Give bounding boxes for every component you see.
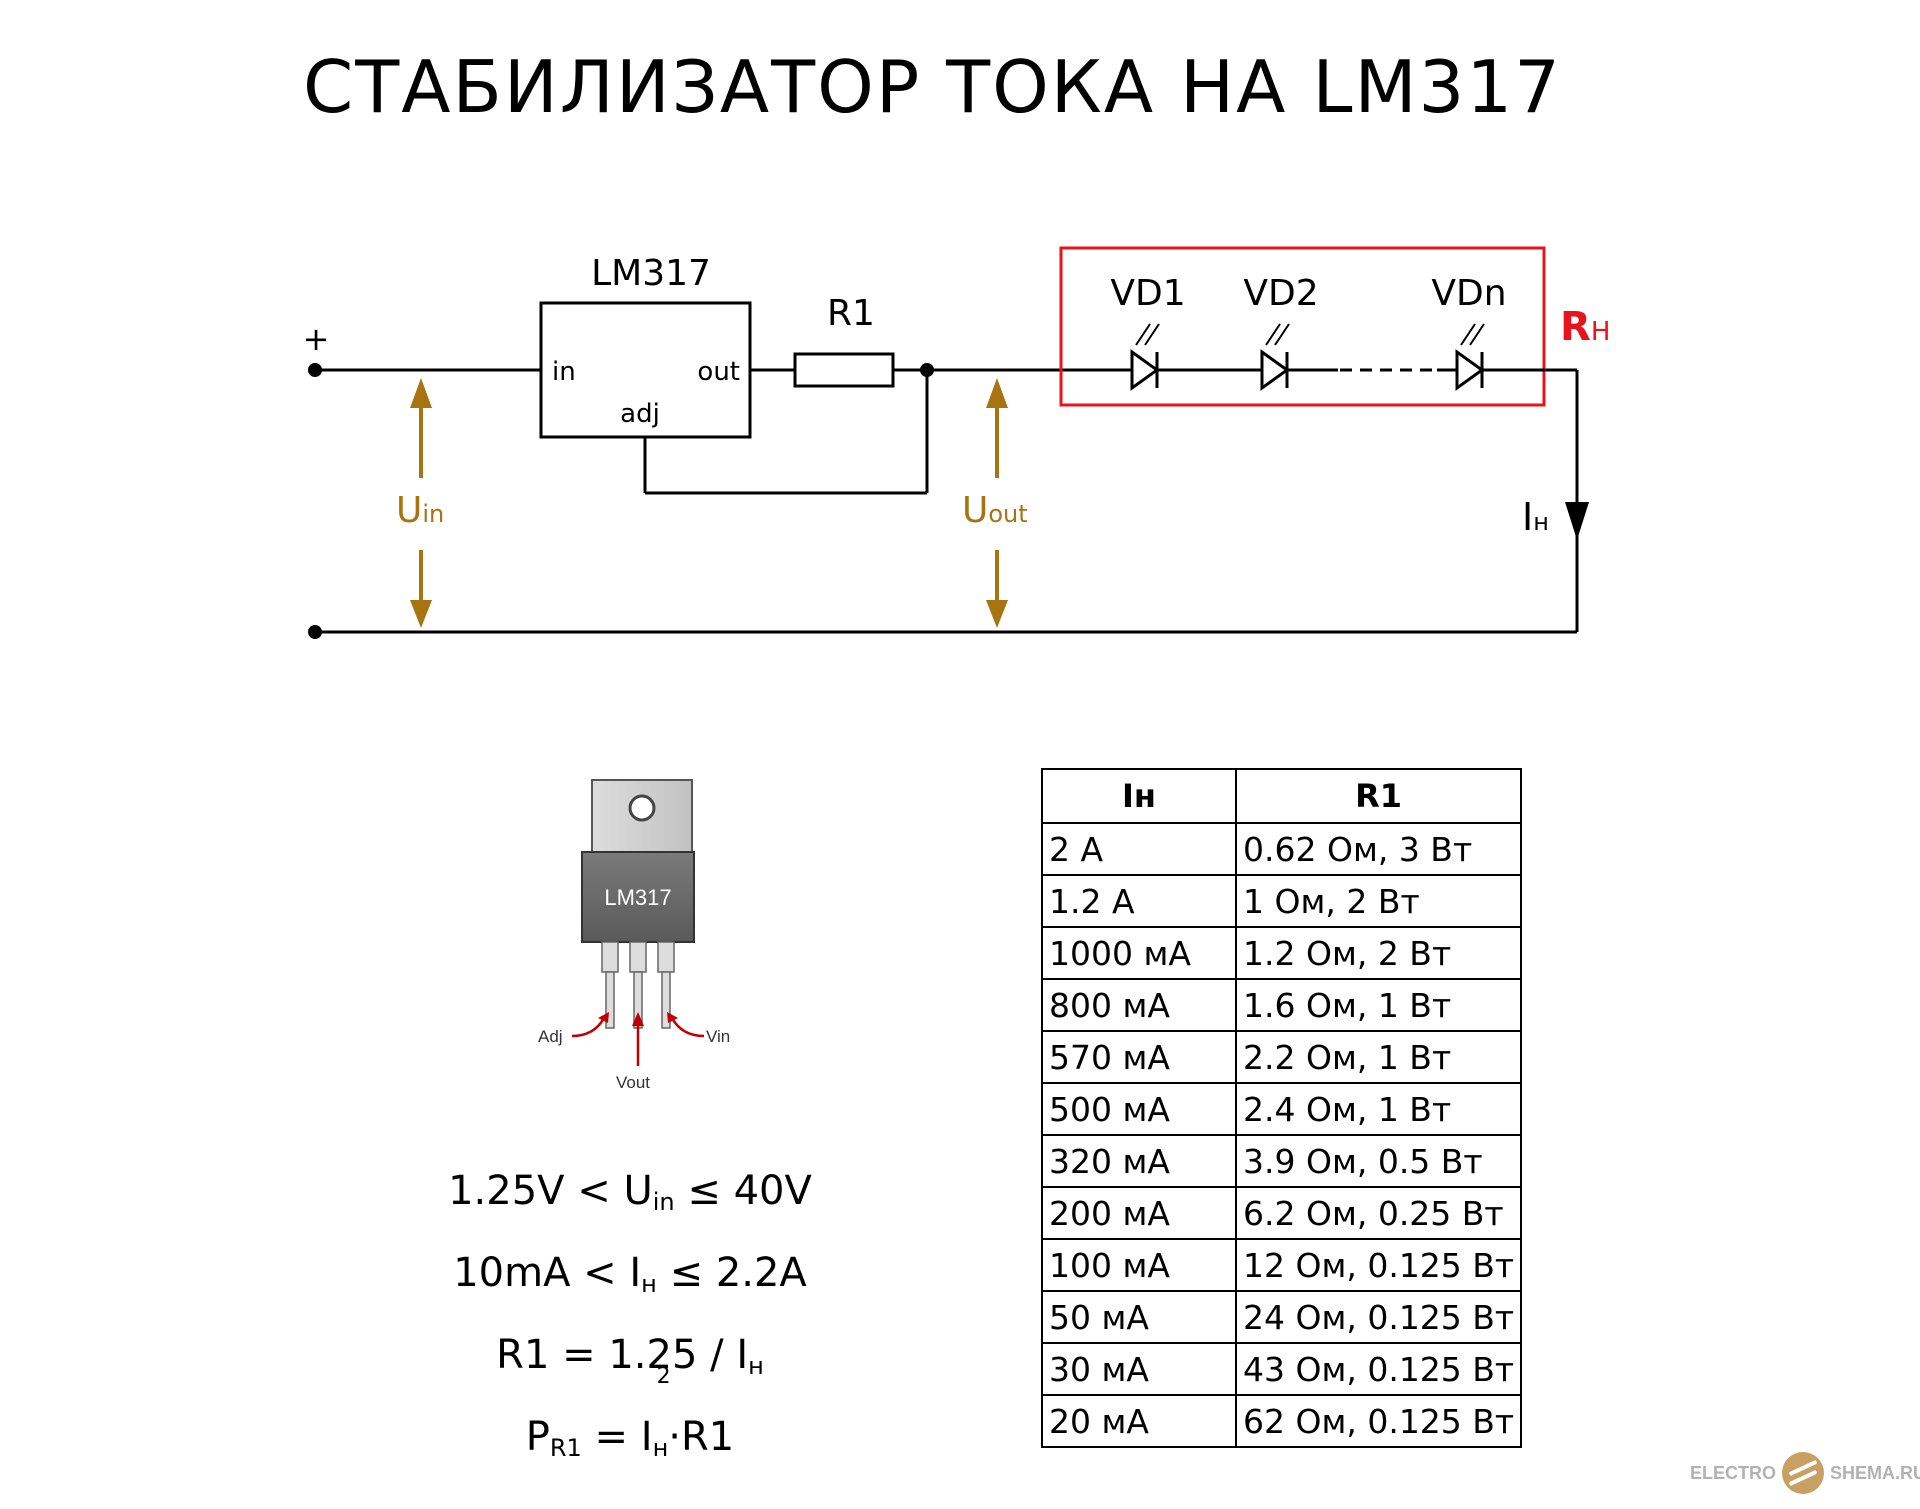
- vin-arrow-icon: [667, 1012, 678, 1023]
- adj-arrow-icon: [598, 1012, 609, 1023]
- column-header-r1: R1: [1234, 768, 1523, 824]
- cell-r1: 12 Ом, 0.125 Вт: [1234, 1238, 1523, 1292]
- logo-left-text: ELECTRO: [1690, 1462, 1777, 1483]
- cell-r1: 2.4 Ом, 1 Вт: [1234, 1082, 1523, 1136]
- cell-current: 1000 мА: [1041, 926, 1237, 980]
- cell-current: 500 мА: [1041, 1082, 1237, 1136]
- led-vd1-icon: [1065, 323, 1240, 391]
- pin-adj-label: adj: [620, 399, 660, 429]
- pin-vin-caption: Vin: [706, 1027, 730, 1046]
- cell-current: 100 мА: [1041, 1238, 1237, 1292]
- led-vd2-icon: [1240, 323, 1338, 391]
- package-body: [581, 851, 695, 943]
- cell-current: 1.2 A: [1041, 874, 1237, 928]
- cell-current: 800 мА: [1041, 978, 1237, 1032]
- logo-mark-icon: [1782, 1452, 1825, 1494]
- current-arrow-icon: [1565, 502, 1589, 540]
- pin-2: [629, 941, 647, 973]
- uout-arrow-icon: [986, 378, 1008, 628]
- pin-out-label: out: [697, 357, 740, 387]
- lm317-package-illustration: LM317 Adj Vout Vin: [538, 779, 730, 1092]
- formula-uin-range: 1.25V < Uin ≤ 40V: [448, 1168, 812, 1216]
- cell-r1: 1.2 Ом, 2 Вт: [1234, 926, 1523, 980]
- page-title: СТАБИЛИЗАТОР ТОКА НА LM317: [303, 45, 1562, 129]
- table-header-row: Iн R1: [1041, 768, 1523, 824]
- pin-1: [601, 941, 619, 973]
- lm317-block: [539, 301, 752, 439]
- formula-current-range: 10mA < Iн ≤ 2.2A: [453, 1250, 807, 1298]
- cell-current: 30 мА: [1041, 1342, 1237, 1396]
- cell-r1: 2.2 Ом, 1 Вт: [1234, 1030, 1523, 1084]
- cell-r1: 1 Ом, 2 Вт: [1234, 874, 1523, 928]
- plus-terminal: [308, 363, 322, 377]
- cell-r1: 6.2 Ом, 0.25 Вт: [1234, 1186, 1523, 1240]
- pin-in-label: in: [552, 357, 576, 387]
- pin-adj-caption: Adj: [538, 1027, 563, 1046]
- formulas: 1.25V < Uin ≤ 40V 10mA < Iн ≤ 2.2A R1 = …: [390, 1150, 870, 1478]
- cell-current: 20 мА: [1041, 1394, 1237, 1448]
- junction-node: [920, 363, 934, 377]
- circuit-schematic: LM317 in out adj R1 + Uin Uout VD1 VD2 V…: [303, 246, 1610, 639]
- cell-r1: 3.9 Ом, 0.5 Вт: [1234, 1134, 1523, 1188]
- site-logo: ELECTRO SHEMA.RU: [1690, 1452, 1920, 1494]
- resistor-r1: [793, 352, 895, 388]
- vout-arrow-icon: [632, 1012, 644, 1026]
- load-box: [1059, 246, 1546, 407]
- logo-right-text: SHEMA.RU: [1830, 1462, 1920, 1483]
- cell-current: 2 A: [1041, 822, 1237, 876]
- current-label: Iн: [1522, 495, 1549, 539]
- cell-current: 320 мА: [1041, 1134, 1237, 1188]
- pin-3: [657, 941, 675, 973]
- uin-arrow-icon: [410, 378, 432, 628]
- formula-r1: R1 = 1.25 / Iн: [496, 1332, 764, 1380]
- rn-label: RН: [1560, 304, 1610, 350]
- cell-r1: 1.6 Ом, 1 Вт: [1234, 978, 1523, 1032]
- vdn-label: VDn: [1431, 273, 1506, 314]
- cell-r1: 24 Ом, 0.125 Вт: [1234, 1290, 1523, 1344]
- cell-r1: 43 Ом, 0.125 Вт: [1234, 1342, 1523, 1396]
- package-label: LM317: [604, 885, 671, 910]
- cell-r1: 62 Ом, 0.125 Вт: [1234, 1394, 1523, 1448]
- cell-current: 200 мА: [1041, 1186, 1237, 1240]
- resistor-label: R1: [827, 293, 875, 334]
- cell-current: 50 мА: [1041, 1290, 1237, 1344]
- ic-label: LM317: [591, 253, 711, 294]
- led-vdn-icon: [1437, 323, 1545, 391]
- column-header-current: Iн: [1041, 768, 1237, 824]
- cell-r1: 0.62 Ом, 3 Вт: [1234, 822, 1523, 876]
- plus-label: +: [303, 320, 330, 358]
- cell-current: 570 мА: [1041, 1030, 1237, 1084]
- pin-vout-caption: Vout: [616, 1073, 650, 1092]
- uin-label: Uin: [396, 490, 444, 531]
- uout-label: Uout: [962, 490, 1028, 531]
- mounting-hole-icon: [628, 794, 656, 822]
- vd2-label: VD2: [1243, 273, 1318, 314]
- vd1-label: VD1: [1110, 273, 1185, 314]
- minus-terminal: [308, 625, 322, 639]
